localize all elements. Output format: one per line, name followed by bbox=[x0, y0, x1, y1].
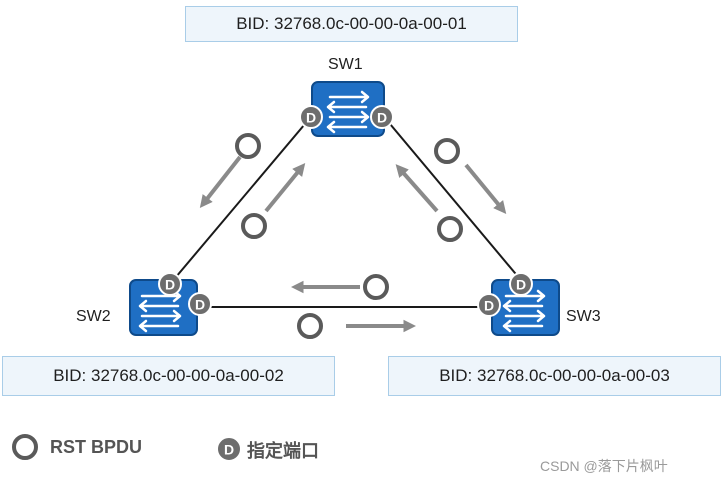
legend-bpdu-label: RST BPDU bbox=[50, 437, 143, 457]
designated-port-icon bbox=[477, 293, 501, 317]
rst-bpdu-icon bbox=[235, 133, 261, 159]
bid-text-sw1: BID: 32768.0c-00-00-0a-00-01 bbox=[236, 14, 467, 33]
designated-port-icon bbox=[370, 105, 394, 129]
bid-box-sw3: BID: 32768.0c-00-00-0a-00-03 bbox=[388, 356, 721, 396]
switch-arrows-icon bbox=[502, 289, 546, 333]
link-sw1-sw3 bbox=[384, 117, 526, 286]
switch-sw3: D D bbox=[477, 272, 560, 336]
bpdu-arrow-sw1-to-sw3 bbox=[464, 163, 507, 214]
rst-bpdu-icon bbox=[363, 274, 389, 300]
port-marker: D bbox=[165, 277, 175, 293]
rst-bpdu-icon bbox=[437, 216, 463, 242]
bpdu-arrow-sw2-to-sw1 bbox=[264, 163, 306, 213]
rst-bpdu-icon bbox=[241, 213, 267, 239]
switch-label-sw1: SW1 bbox=[328, 56, 363, 73]
bid-box-sw2: BID: 32768.0c-00-00-0a-00-02 bbox=[2, 356, 335, 396]
legend-designated-port-label: 指定端口 bbox=[247, 441, 319, 461]
bid-box-sw1: BID: 32768.0c-00-00-0a-00-01 bbox=[185, 6, 518, 42]
bpdu-arrow-sw1-to-sw2 bbox=[199, 155, 242, 209]
switch-sw1: D D bbox=[299, 81, 394, 137]
bid-text-sw3: BID: 32768.0c-00-00-0a-00-03 bbox=[439, 366, 670, 385]
port-marker: D bbox=[195, 297, 205, 313]
rst-bpdu-icon bbox=[297, 313, 323, 339]
legend-bpdu-icon bbox=[12, 434, 38, 460]
port-marker: D bbox=[484, 298, 494, 314]
rst-bpdu-icon bbox=[434, 138, 460, 164]
switch-label-sw2: SW2 bbox=[76, 308, 111, 325]
link-sw1-sw2 bbox=[164, 117, 311, 291]
watermark: CSDN @落下片枫叶 bbox=[540, 458, 668, 474]
switch-arrows-icon bbox=[138, 289, 182, 333]
port-marker: D bbox=[377, 110, 387, 126]
legend-designated-port-icon bbox=[216, 436, 242, 462]
switch-label-sw3: SW3 bbox=[566, 308, 601, 325]
designated-port-icon bbox=[188, 292, 212, 316]
designated-port-icon bbox=[299, 105, 323, 129]
port-marker: D bbox=[516, 277, 526, 293]
switch-arrows-icon bbox=[326, 90, 370, 134]
bpdu-arrow-sw3-to-sw1 bbox=[395, 164, 439, 213]
legend-port-marker: D bbox=[224, 442, 234, 458]
port-marker: D bbox=[306, 110, 316, 126]
designated-port-icon bbox=[158, 272, 182, 296]
switch-sw2: D D bbox=[129, 272, 212, 336]
bid-text-sw2: BID: 32768.0c-00-00-0a-00-02 bbox=[53, 366, 284, 385]
designated-port-icon bbox=[509, 272, 533, 296]
